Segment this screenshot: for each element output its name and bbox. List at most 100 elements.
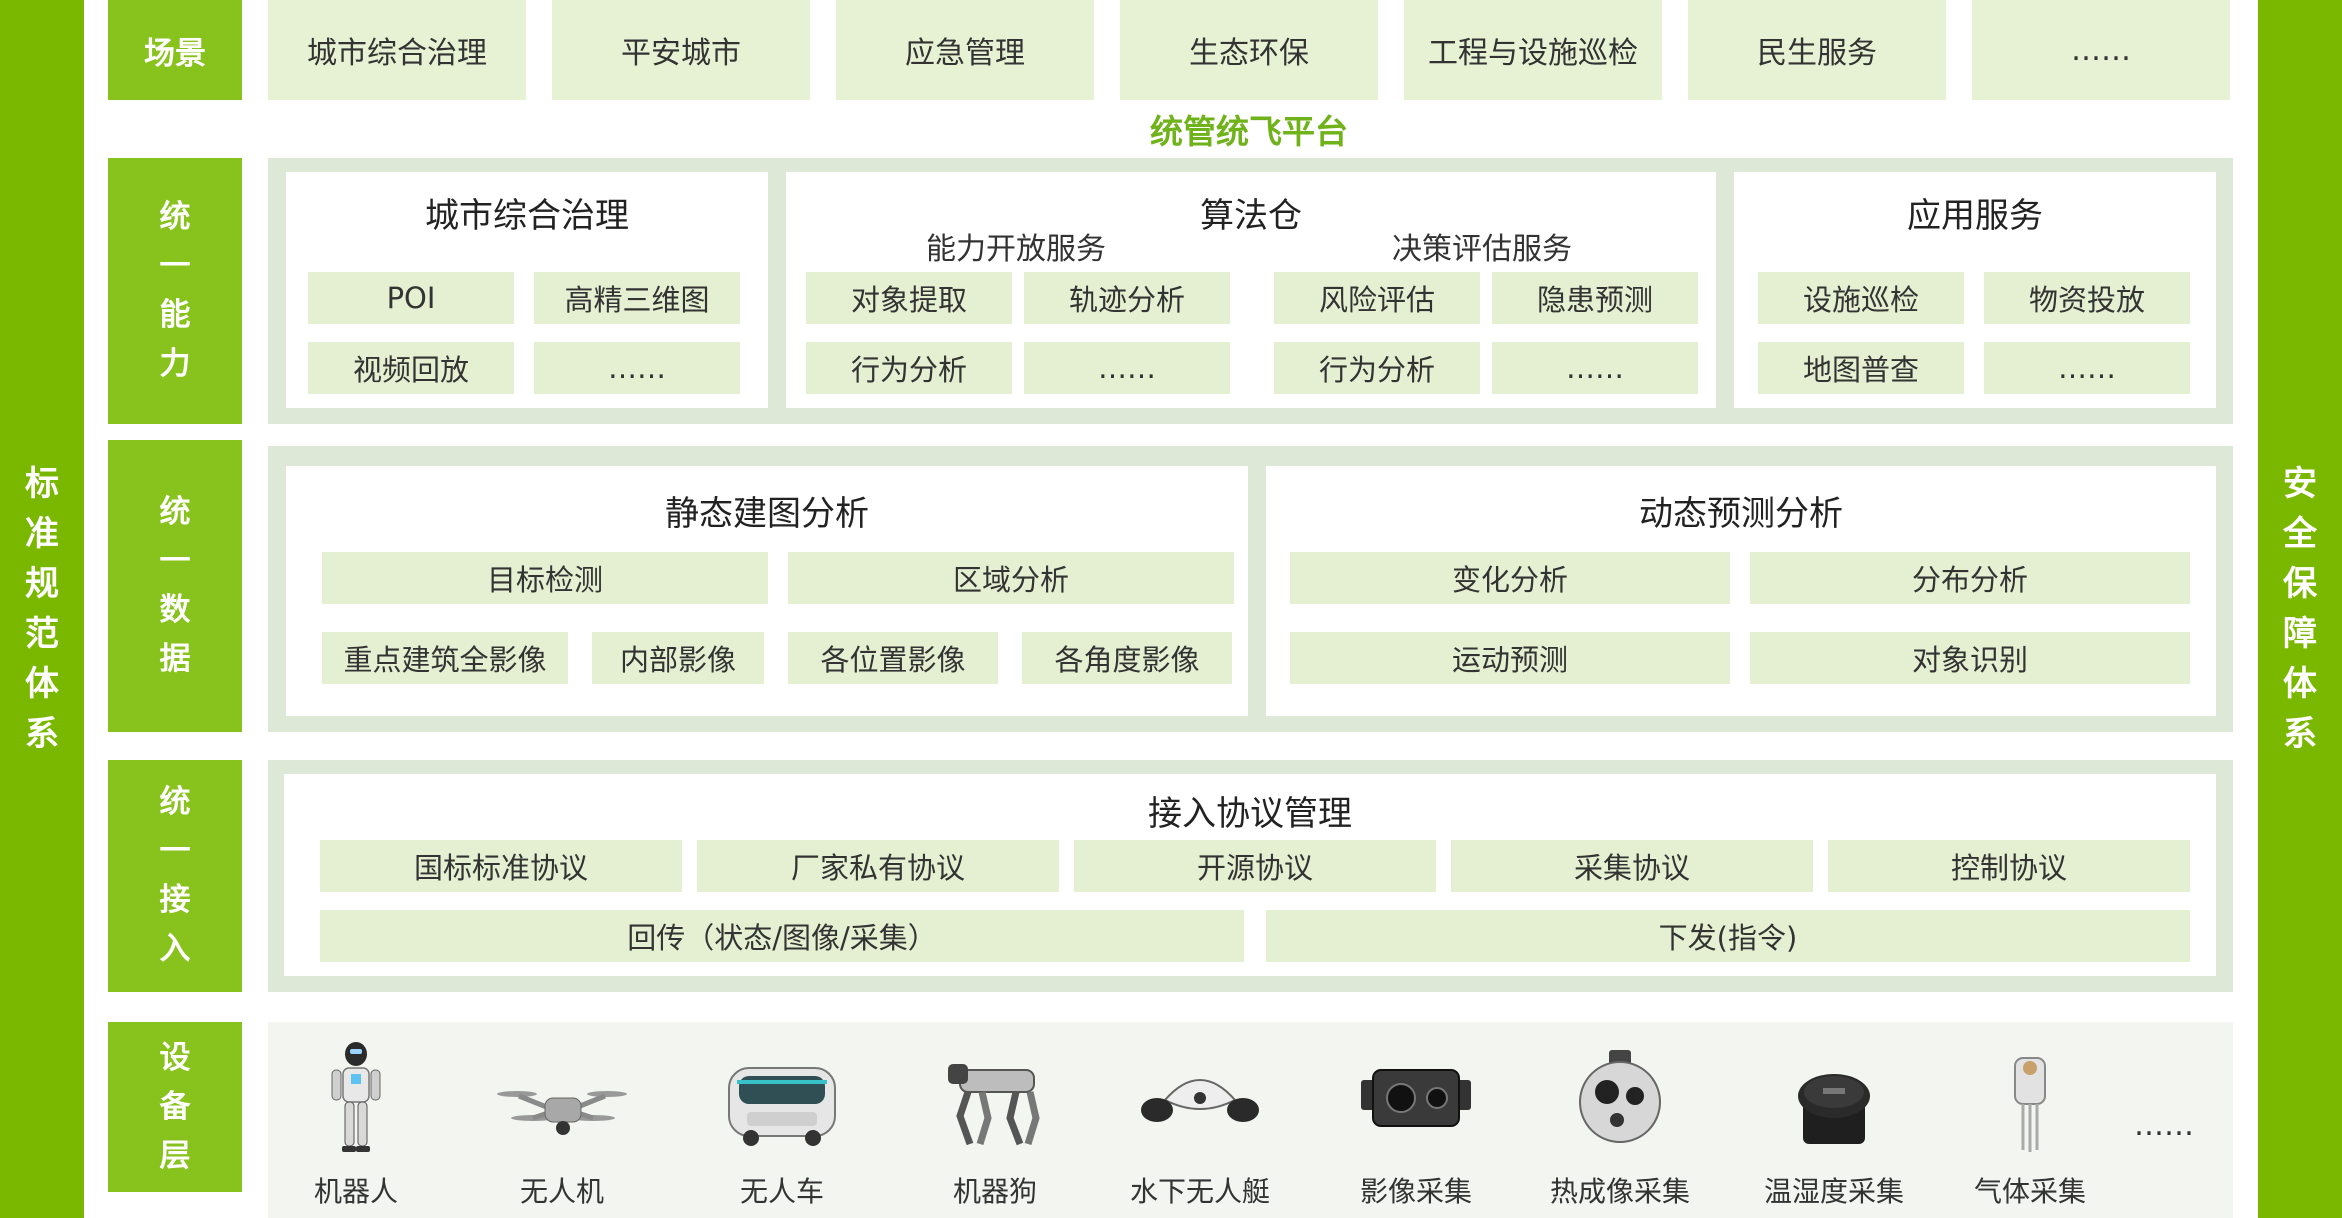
data-chip: 变化分析: [1290, 552, 1730, 604]
device-vehicle: 无人车: [682, 1040, 882, 1210]
humanoid-robot-icon: [331, 1042, 381, 1152]
capability-chip: 轨迹分析: [1024, 272, 1230, 324]
device-thermal: 热成像采集: [1520, 1040, 1720, 1210]
protocol-chip: 采集协议: [1451, 840, 1813, 892]
scene-row-label: 场景: [108, 0, 242, 100]
data-chip: 各角度影像: [1022, 632, 1232, 684]
side-char: 障: [2283, 614, 2317, 654]
card-title: 动态预测分析: [1639, 494, 1843, 534]
side-char: 系: [2283, 714, 2317, 754]
protocol-management-card: 接入协议管理 国标标准协议 厂家私有协议 开源协议 采集协议 控制协议 回传（状…: [284, 774, 2216, 976]
drone-icon: [497, 1091, 627, 1135]
label-char: 统: [159, 199, 191, 235]
side-char: 标: [25, 464, 59, 504]
scene-chip: ……: [1972, 0, 2230, 100]
protocol-chip: 开源协议: [1074, 840, 1436, 892]
imaging-camera-icon: [1361, 1069, 1471, 1127]
label-char: 能: [159, 297, 191, 333]
scene-chip: 城市综合治理: [268, 0, 526, 100]
protocol-chip: 厂家私有协议: [697, 840, 1059, 892]
device-label: 无人机: [519, 1175, 604, 1208]
device-robot-dog: 机器狗: [895, 1040, 1095, 1210]
card-title: 静态建图分析: [665, 494, 869, 534]
scene-label-text: 场景: [144, 35, 206, 72]
label-char: 一: [159, 543, 191, 579]
side-char: 体: [2283, 664, 2317, 704]
capability-chip: 视频回放: [308, 342, 514, 394]
algorithm-warehouse-card: 算法仓 能力开放服务 决策评估服务 对象提取 轨迹分析 行为分析 …… 风险评估…: [786, 172, 1716, 408]
label-char: 接: [159, 882, 191, 918]
side-char: 体: [25, 664, 59, 704]
scene-chip: 平安城市: [552, 0, 810, 100]
label-char: 据: [159, 641, 191, 677]
card-title: 算法仓: [1200, 196, 1302, 236]
more-devices-ellipsis: ……: [2134, 1108, 2194, 1143]
platform-title: 统管统飞平台: [1150, 112, 1348, 151]
side-char: 全: [2283, 514, 2317, 554]
device-robot: 机器人: [256, 1040, 456, 1210]
gas-sensor-icon: [2014, 1057, 2046, 1152]
device-label: 热成像采集: [1549, 1175, 1690, 1208]
data-chip: 运动预测: [1290, 632, 1730, 684]
label-char: 统: [159, 494, 191, 530]
capability-chip: POI: [308, 272, 514, 324]
open-service-title: 能力开放服务: [926, 232, 1106, 267]
protocol-chip: 下发(指令): [1266, 910, 2190, 962]
capability-chip: 行为分析: [1274, 342, 1480, 394]
capability-chip: 设施巡检: [1758, 272, 1964, 324]
capability-chip: 对象提取: [806, 272, 1012, 324]
scene-chip: 生态环保: [1120, 0, 1378, 100]
protocol-chip: 国标标准协议: [320, 840, 682, 892]
side-char: 规: [25, 564, 59, 604]
capability-chip: ……: [1984, 342, 2190, 394]
static-mapping-card: 静态建图分析 目标检测 区域分析 重点建筑全影像 内部影像 各位置影像 各角度影…: [286, 466, 1248, 716]
capability-chip: 高精三维图: [534, 272, 740, 324]
data-chip: 对象识别: [1750, 632, 2190, 684]
device-label: 机器狗: [952, 1175, 1037, 1208]
device-label: 温湿度采集: [1763, 1175, 1904, 1208]
autonomous-vehicle-icon: [728, 1067, 836, 1146]
card-title: 应用服务: [1907, 196, 2043, 236]
scene-chip: 应急管理: [836, 0, 1094, 100]
scene-chip: 工程与设施巡检: [1404, 0, 1662, 100]
card-title: 城市综合治理: [425, 196, 629, 236]
data-chip: 分布分析: [1750, 552, 2190, 604]
data-chip: 重点建筑全影像: [322, 632, 568, 684]
device-label: 无人车: [739, 1175, 824, 1208]
side-char: 保: [2283, 564, 2317, 604]
protocol-chip: 控制协议: [1828, 840, 2190, 892]
capability-chip: 物资投放: [1984, 272, 2190, 324]
access-row-label: 统 一 接 入: [108, 760, 242, 992]
decision-service-title: 决策评估服务: [1392, 232, 1572, 267]
access-band: 接入协议管理 国标标准协议 厂家私有协议 开源协议 采集协议 控制协议 回传（状…: [268, 760, 2233, 992]
capability-chip: 风险评估: [1274, 272, 1480, 324]
card-title: 接入协议管理: [1148, 794, 1352, 834]
city-governance-card: 城市综合治理 POI 高精三维图 视频回放 ……: [286, 172, 768, 408]
device-underwater: 水下无人艇: [1100, 1040, 1300, 1210]
label-char: 设: [159, 1039, 191, 1076]
label-char: 力: [159, 346, 191, 382]
capability-chip: ……: [1024, 342, 1230, 394]
protocol-chip: 回传（状态/图像/采集）: [320, 910, 1244, 962]
label-char: 入: [159, 931, 191, 967]
data-row-label: 统 一 数 据: [108, 440, 242, 732]
device-gas: 气体采集: [1930, 1040, 2130, 1210]
device-label: 水下无人艇: [1129, 1175, 1270, 1208]
side-char: 准: [25, 514, 59, 554]
device-label: 气体采集: [1973, 1175, 2086, 1208]
capability-chip: ……: [1492, 342, 1698, 394]
device-label: 影像采集: [1359, 1175, 1472, 1208]
standards-system-bar: 标 准 规 范 体 系: [0, 0, 84, 1218]
label-char: 备: [159, 1088, 191, 1125]
label-char: 层: [159, 1137, 191, 1174]
data-chip: 各位置影像: [788, 632, 998, 684]
dynamic-prediction-card: 动态预测分析 变化分析 分布分析 运动预测 对象识别: [1266, 466, 2216, 716]
robot-dog-icon: [948, 1064, 1040, 1146]
capability-chip: ……: [534, 342, 740, 394]
app-service-card: 应用服务 设施巡检 物资投放 地图普查 ……: [1734, 172, 2216, 408]
side-char: 范: [25, 614, 59, 654]
capability-chip: 隐患预测: [1492, 272, 1698, 324]
capability-band: 城市综合治理 POI 高精三维图 视频回放 …… 算法仓 能力开放服务 决策评估…: [268, 158, 2233, 424]
underwater-drone-icon: [1141, 1079, 1259, 1122]
security-system-bar: 安 全 保 障 体 系: [2258, 0, 2342, 1218]
